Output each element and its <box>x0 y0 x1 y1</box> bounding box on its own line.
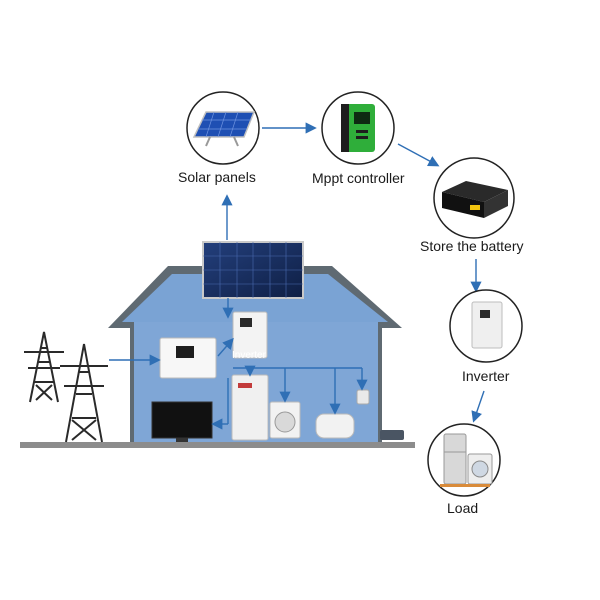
house-inverter-unit <box>232 311 268 359</box>
inverter-icon <box>449 289 523 363</box>
house-wall-left-edge <box>130 322 134 442</box>
appliances-icon <box>427 423 501 497</box>
flow-arrows <box>221 122 485 423</box>
house-light <box>356 389 370 405</box>
house-air-conditioner <box>315 413 355 439</box>
house-washing-machine <box>269 401 301 439</box>
inverter-label: Inverter <box>462 368 510 384</box>
house-wiring <box>109 298 368 430</box>
roof-solar-panel <box>202 241 304 299</box>
solar-panel-icon <box>186 91 260 165</box>
house-inverter-label: Inverter <box>232 350 266 361</box>
solar-panels-label: Solar panels <box>178 169 256 185</box>
mppt-controller-label: Mppt controller <box>312 170 405 186</box>
load-label: Load <box>447 500 479 516</box>
store-battery-label: Store the battery <box>420 238 524 254</box>
transmission-tower-icon <box>24 331 108 443</box>
battery-icon <box>433 157 515 239</box>
house-wall-right-edge <box>378 322 382 442</box>
house-tv <box>151 401 213 442</box>
ground-line <box>20 442 415 448</box>
house-hybrid-inverter <box>159 337 217 379</box>
house-battery-cabinet <box>231 374 269 441</box>
mppt-controller-icon <box>321 91 395 165</box>
house-router <box>380 430 404 440</box>
